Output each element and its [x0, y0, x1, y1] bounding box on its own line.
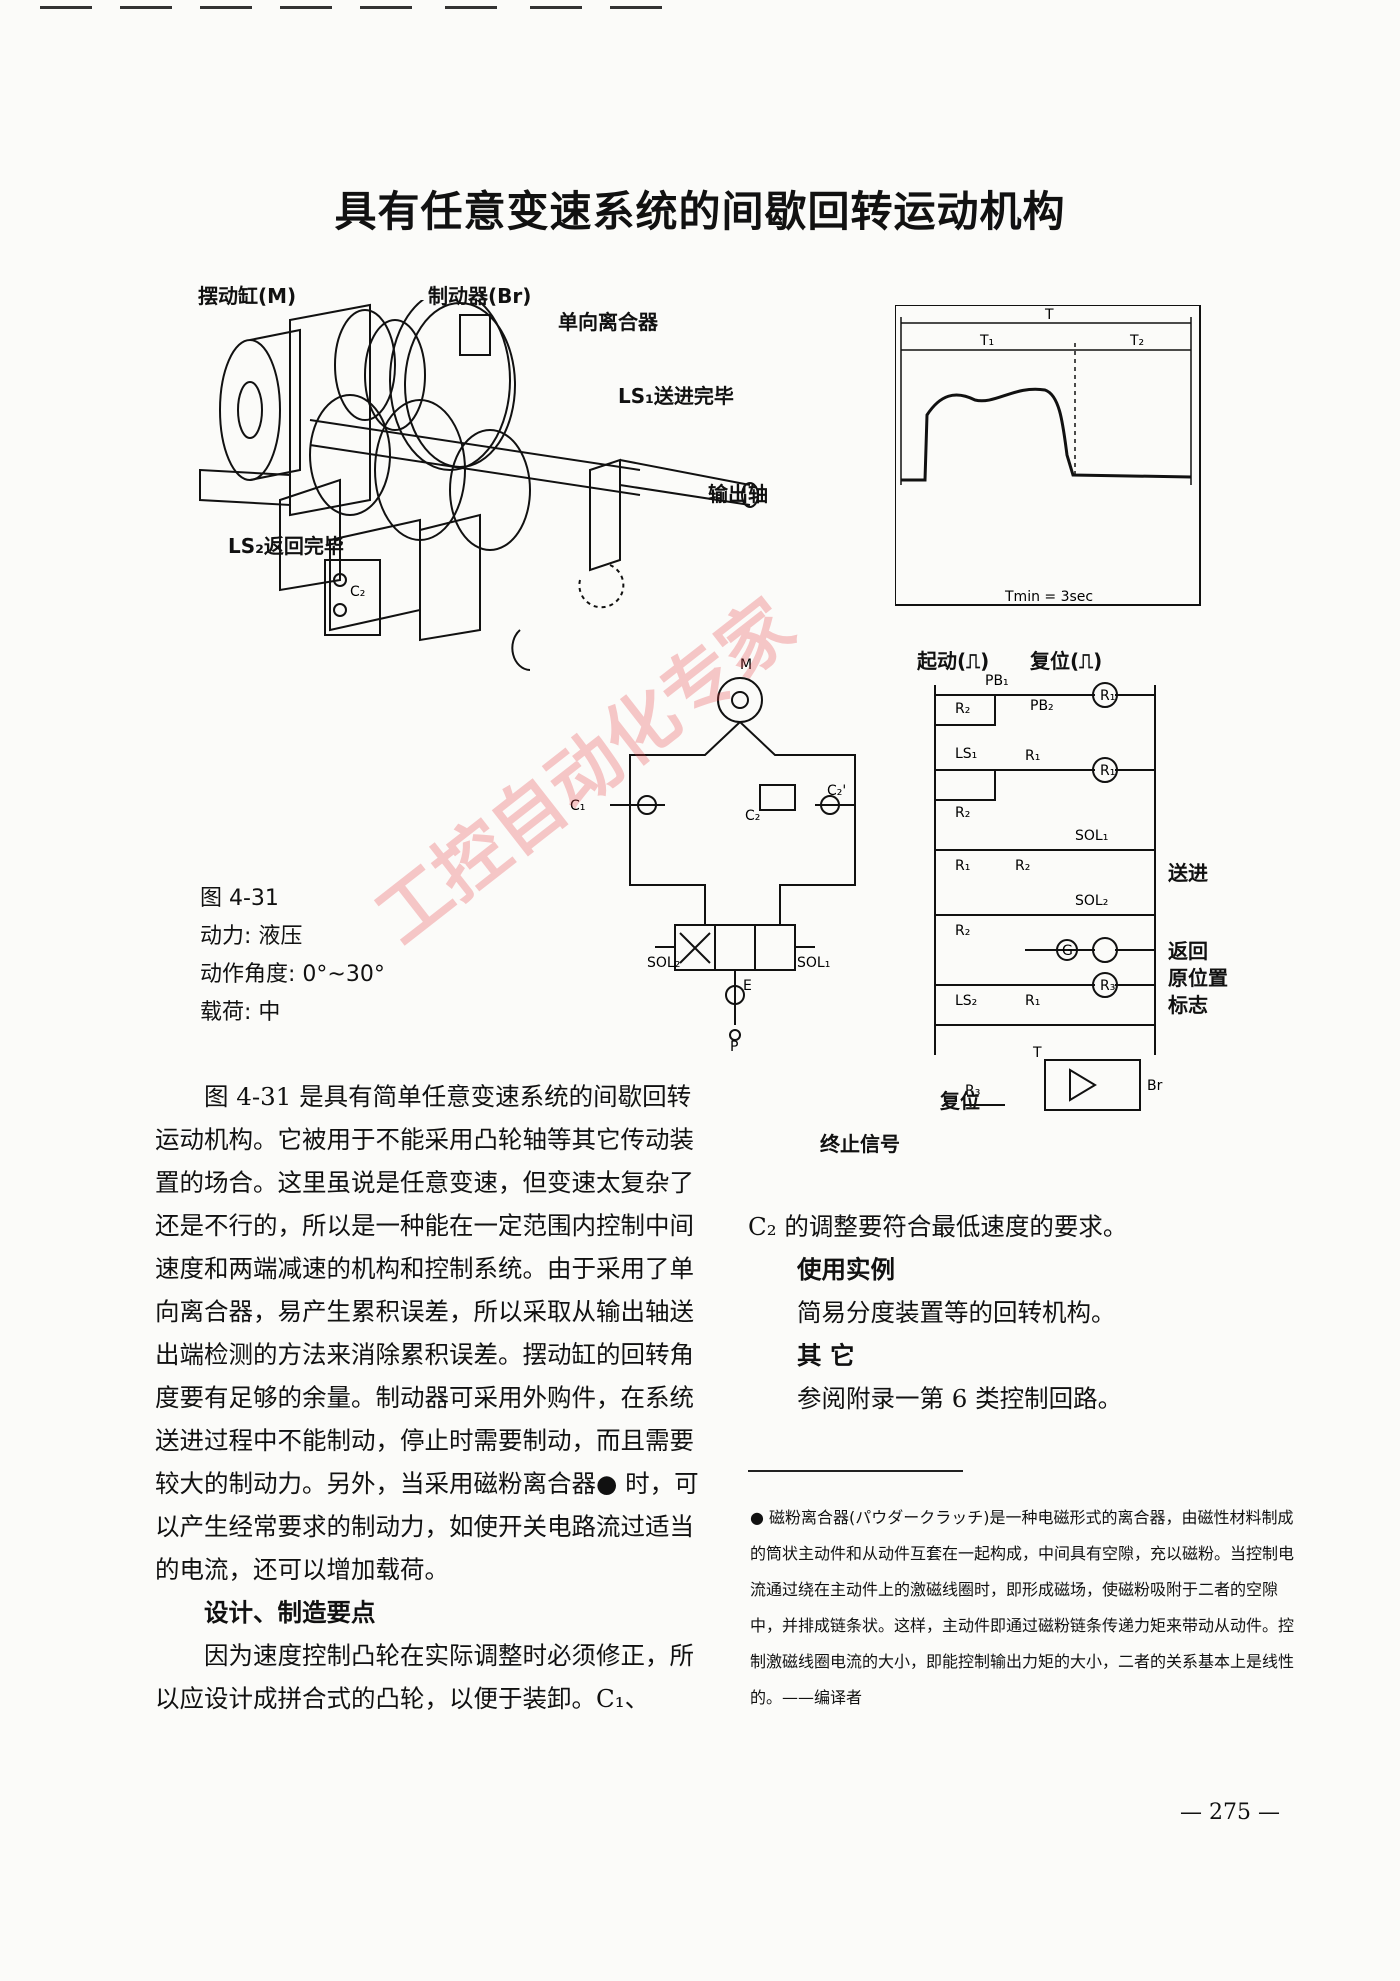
ladder-r2-b: R₂ [955, 805, 970, 821]
ladder-r1-coil2: R₁ [1100, 763, 1115, 779]
ladder-reset: 复位(⎍) [1030, 649, 1103, 673]
paragraph-3: 简易分度装置等的回转机构。 [797, 1298, 1116, 1327]
label-output: 输出轴 [708, 482, 768, 506]
footnote: ● 磁粉离合器(パウダークラッチ)是一种电磁形式的离合器，由磁性材料制成的筒状主… [750, 1508, 1295, 1707]
paragraph-1: 图 4-31 是具有简单任意变速系统的间歇回转运动机构。它被用于不能采用凸轮轴等… [155, 1082, 699, 1584]
ladder-sol1: SOL₁ [1075, 828, 1108, 844]
scan-mark [40, 6, 92, 9]
hyd-p: P [730, 1039, 738, 1055]
heading-design: 设计、制造要点 [204, 1598, 376, 1627]
hyd-motor: M [740, 657, 752, 673]
hyd-c1: C₁ [570, 798, 585, 814]
paragraph-2: 因为速度控制凸轮在实际调整时必须修正，所以应设计成拼合式的凸轮，以便于装卸。C₁… [155, 1641, 694, 1713]
ladder-r2-c: R₂ [1015, 858, 1030, 874]
label-clutch: 单向离合器 [558, 310, 658, 334]
ladder-end-signal: 终止信号 [820, 1132, 900, 1156]
timing-total: T [1044, 307, 1054, 323]
label-ls2: LS₂返回完毕 [228, 534, 344, 558]
ladder-r1-c: R₁ [955, 858, 970, 874]
ladder-start: 起动(⎍) [917, 649, 990, 673]
ladder-reset2: 复位 [940, 1089, 980, 1113]
caption-power: 动力: 液压 [200, 924, 303, 949]
scan-mark [280, 6, 332, 9]
mechanism-illustration: C₂ [199, 300, 759, 671]
ladder-r3: R₃ [1100, 978, 1115, 994]
scan-mark [530, 6, 582, 9]
ladder-diagram: R₁ R₁ PB₁ PB₂ R₂ LS₁ R₂ R₁ SOL₁ R₁ R₂ SO… [934, 673, 1163, 1111]
hyd-sol1: SOL₁ [797, 955, 830, 971]
page-title: 具有任意变速系统的间歇回转运动机构 [334, 187, 1066, 236]
ladder-return3: 标志 [1168, 993, 1208, 1017]
timing-t2: T₂ [1129, 333, 1144, 349]
scan-mark [120, 6, 172, 9]
scan-mark [360, 6, 412, 9]
timing-diagram: T T₁ T₂ Tmin = 3sec [895, 305, 1201, 606]
heading-examples: 使用实例 [797, 1255, 895, 1284]
ladder-br: Br [1147, 1078, 1163, 1094]
hyd-e: E [743, 978, 752, 994]
ladder-sol2: SOL₂ [1075, 893, 1108, 909]
page-number: — 275 — [1180, 1800, 1280, 1825]
ladder-g: G [1062, 943, 1073, 959]
hyd-c2-left: C₂ [745, 808, 760, 824]
footnote-rule [748, 1470, 963, 1472]
ladder-t: T [1032, 1045, 1042, 1061]
caption-angle: 动作角度: 0°~30° [200, 962, 385, 987]
ladder-r3-b: R₃ [965, 1083, 980, 1099]
c2-label: C₂ [350, 584, 365, 600]
figure-caption: 图 4-31 动力: 液压 动作角度: 0°~30° 载荷: 中 [200, 880, 385, 1032]
caption-load: 载荷: 中 [200, 1000, 281, 1025]
ladder-advance: 送进 [1168, 861, 1208, 885]
scan-mark [200, 6, 252, 9]
ladder-return1: 返回 [1168, 939, 1208, 963]
ladder-r2-a: R₂ [955, 701, 970, 717]
label-ls1: LS₁送进完毕 [618, 384, 734, 408]
ladder-r2-d: R₂ [955, 923, 970, 939]
ladder-ls1: LS₁ [955, 746, 977, 762]
paragraph-2-cont: C₂ 的调整要符合最低速度的要求。 [748, 1212, 1128, 1241]
ladder-ls2: LS₂ [955, 993, 977, 1009]
heading-other: 其 它 [797, 1341, 855, 1370]
hyd-c2-right: C₂' [827, 783, 846, 799]
left-column: 图 4-31 是具有简单任意变速系统的间歇回转运动机构。它被用于不能采用凸轮轴等… [155, 1075, 710, 1720]
scan-mark [610, 6, 662, 9]
timing-note: Tmin = 3sec [1004, 589, 1093, 605]
paragraph-4: 参阅附录一第 6 类控制回路。 [797, 1384, 1123, 1413]
hydraulic-circuit: M C₁ C₂ C₂' SOL₂ SOL₁ E P [570, 657, 856, 1055]
label-cylinder: 摆动缸(M) [198, 284, 297, 308]
ladder-r1-coil: R₁ [1100, 688, 1115, 704]
ladder-pb1: PB₁ [985, 673, 1009, 689]
scan-mark [445, 6, 497, 9]
caption-fig: 图 4-31 [200, 886, 279, 911]
ladder-r1-b: R₁ [1025, 748, 1040, 764]
ladder-return2: 原位置 [1168, 966, 1228, 990]
ladder-r1-d: R₁ [1025, 993, 1040, 1009]
right-column: C₂ 的调整要符合最低速度的要求。 使用实例 简易分度装置等的回转机构。 其 它… [748, 1205, 1308, 1420]
hyd-sol2: SOL₂ [647, 955, 680, 971]
timing-t1: T₁ [979, 333, 994, 349]
label-brake: 制动器(Br) [428, 284, 532, 308]
ladder-pb2: PB₂ [1030, 698, 1054, 714]
